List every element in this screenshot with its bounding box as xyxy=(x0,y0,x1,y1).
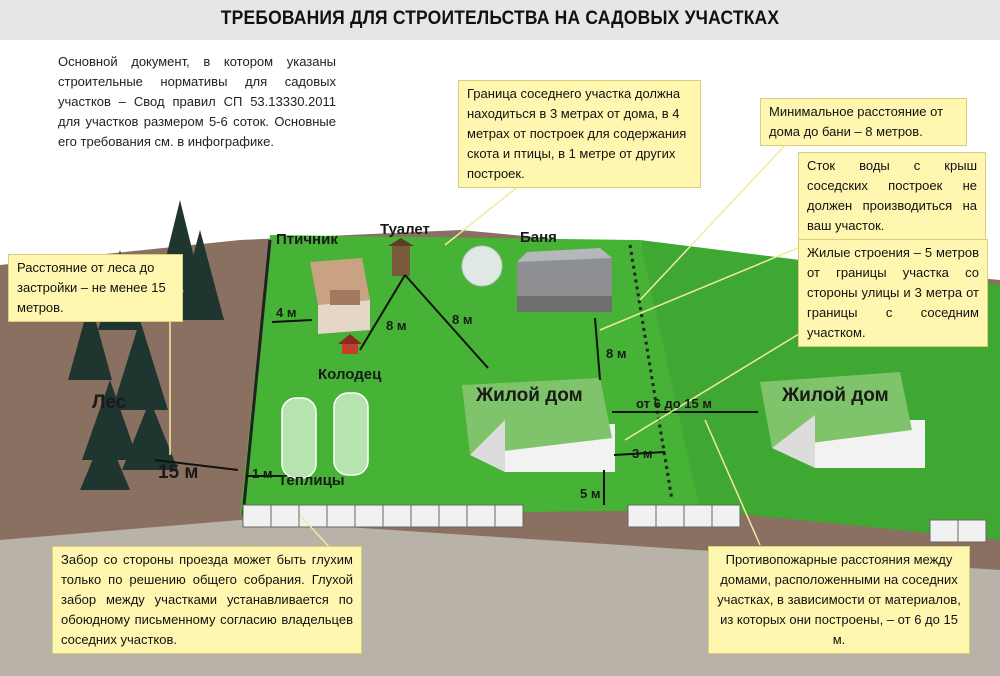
distance-house-fire: от 6 до 15 м xyxy=(636,396,712,411)
note-fire-distance: Противопожарные расстояния между домами,… xyxy=(708,546,970,654)
label-well: Колодец xyxy=(318,366,382,383)
bath-house xyxy=(517,248,612,312)
toilet xyxy=(388,238,414,276)
distance-house-side: 3 м xyxy=(632,446,653,461)
distance-greenhouse: 1 м xyxy=(252,466,273,481)
distance-poultry: 4 м xyxy=(276,305,297,320)
forest-trees xyxy=(68,200,224,490)
arrow-forest xyxy=(154,459,239,471)
neighbor-house xyxy=(760,372,925,468)
note-residential: Жилые строения – 5 метров от границы уча… xyxy=(798,239,988,347)
label-house-neighbor: Жилой дом xyxy=(782,385,889,406)
garden-tree xyxy=(461,245,503,287)
arrow-toilet-house xyxy=(404,274,489,369)
arrow-house-side xyxy=(613,451,666,456)
note-bath-distance: Минимальное расстояние от дома до бани –… xyxy=(760,98,967,146)
note-roof-water: Сток воды с крыш соседских построек не д… xyxy=(798,152,986,240)
intro-text: Основной документ, в котором указаны стр… xyxy=(58,54,336,149)
poultry-house xyxy=(310,258,370,334)
label-house-main: Жилой дом xyxy=(476,385,583,406)
header-bar xyxy=(0,0,1000,40)
note-fence: Забор со стороны проезда может быть глух… xyxy=(52,546,362,654)
label-toilet: Туалет xyxy=(380,221,430,238)
arrow-bath-house xyxy=(594,317,601,381)
distance-bath-house: 8 м xyxy=(606,346,627,361)
well xyxy=(338,334,362,354)
note-forest: Расстояние от леса до застройки – не мен… xyxy=(8,254,183,322)
front-fence xyxy=(242,504,987,543)
arrow-toilet-well xyxy=(359,274,406,351)
distance-forest: 15 м xyxy=(158,462,199,483)
label-forest: Лес xyxy=(92,392,127,413)
distance-toilet-house: 8 м xyxy=(452,312,473,327)
fence-middle xyxy=(628,244,674,501)
distance-toilet-well: 8 м xyxy=(386,318,407,333)
main-house xyxy=(462,378,615,472)
label-greenhouses: Теплицы xyxy=(278,472,345,489)
leader-lines xyxy=(169,139,831,549)
label-poultry: Птичник xyxy=(276,231,338,248)
arrow-poultry xyxy=(271,319,313,323)
distance-arrows xyxy=(154,274,758,505)
fence-left xyxy=(241,239,272,516)
greenhouses xyxy=(281,392,369,479)
page-title: ТРЕБОВАНИЯ ДЛЯ СТРОИТЕЛЬСТВА НА САДОВЫХ … xyxy=(220,8,780,29)
label-bath: Баня xyxy=(520,229,557,246)
distance-house-street: 5 м xyxy=(580,486,601,501)
note-neighbor-border: Граница соседнего участка должна находит… xyxy=(458,80,701,188)
